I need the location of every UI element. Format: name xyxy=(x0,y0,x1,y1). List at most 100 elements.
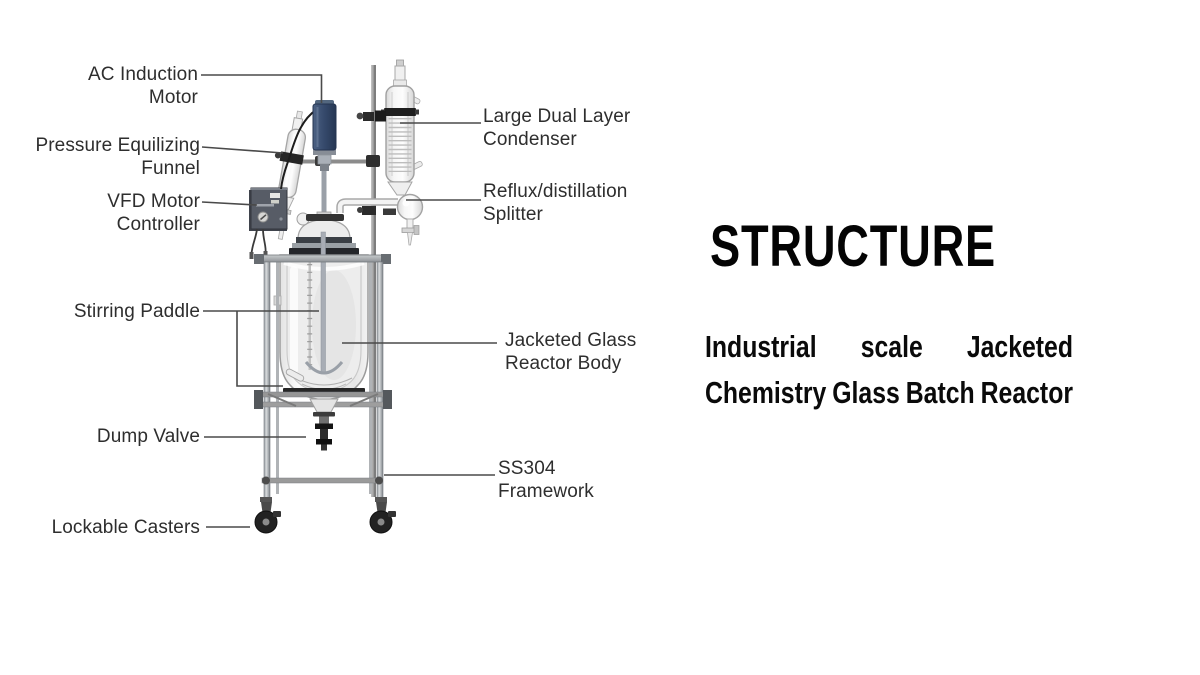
vfd-cable-2 xyxy=(262,228,267,254)
lockable-casters xyxy=(254,497,396,534)
vfd-controller xyxy=(249,187,288,259)
stirrer-shaft-upper xyxy=(321,171,327,217)
label-line: Stirring Paddle xyxy=(73,301,200,322)
label-line: Pressure Equilizing xyxy=(35,135,200,156)
splitter-rod-clamp xyxy=(362,206,376,215)
label-line: VFD Motor xyxy=(107,191,200,212)
caster-plate xyxy=(260,497,272,502)
label-line: Splitter xyxy=(483,203,543,225)
label-reactor-body: Jacketed Glass Reactor Body xyxy=(505,330,636,375)
vfd-display2 xyxy=(271,200,279,204)
reflux-splitter xyxy=(336,193,424,246)
ac-motor xyxy=(312,100,337,217)
description-line-1: Industrial scale Jacketed xyxy=(705,324,1073,370)
frame-corner-left xyxy=(254,254,264,264)
vfd-display xyxy=(270,193,280,198)
description-word: scale xyxy=(860,329,923,364)
clamp-jaw-b xyxy=(375,110,386,122)
description-word: Batch xyxy=(905,375,975,410)
condenser-band-bolt-right xyxy=(415,109,419,115)
valve-body xyxy=(319,416,329,424)
funnel-clamp xyxy=(279,151,304,165)
frame-corner-right xyxy=(381,254,391,264)
label-pressure-equalizing-funnel: Pressure Equilizing Funnel xyxy=(35,135,200,180)
caster-left xyxy=(254,497,281,534)
frame-lower-rail xyxy=(261,477,382,484)
motor-cable xyxy=(280,109,317,190)
splitter-stopcock-handle xyxy=(413,225,420,235)
label-line: SS304 xyxy=(498,458,556,479)
valve-stem xyxy=(320,429,328,439)
slide-description: Industrial scale Jacketed Chemistry Glas… xyxy=(705,324,1073,416)
frame-lower-joint-right xyxy=(375,476,383,485)
label-line: Funnel xyxy=(141,157,200,179)
stand-rod-bar xyxy=(371,65,376,497)
label-line: Framework xyxy=(498,480,594,502)
splitter-clamp-screw xyxy=(357,207,363,213)
frame-rear-leg-left xyxy=(276,262,279,494)
valve-flange xyxy=(313,412,335,417)
crossbar-bar xyxy=(288,159,377,164)
label-reflux-splitter: Reflux/distillation Splitter xyxy=(483,181,627,226)
caster-brake xyxy=(388,511,396,517)
bottom-side-tube xyxy=(285,368,305,382)
splitter-valve-block xyxy=(383,208,396,215)
description-line-2: Chemistry Glass Batch Reactor xyxy=(705,370,1073,416)
page-title: STRUCTURE xyxy=(710,214,997,279)
frame-lower-joint-left xyxy=(262,476,270,485)
leader-vfd xyxy=(201,201,258,206)
label-line: Reflux/distillation xyxy=(483,181,628,202)
vfd-knob-pointer xyxy=(259,214,267,221)
label-vfd-motor-controller: VFD Motor Controller xyxy=(107,191,200,236)
leader-funnel xyxy=(201,146,284,154)
motor-coupling xyxy=(320,164,329,171)
vfd-cable-plug-2 xyxy=(263,251,268,258)
funnel-clamp-screw xyxy=(274,152,282,159)
description-word: Glass xyxy=(832,375,900,410)
label-condenser: Large Dual Layer Condenser xyxy=(483,106,630,151)
frame-mid-joint-right xyxy=(383,390,392,409)
thermowell xyxy=(308,262,311,370)
label-line: Controller xyxy=(116,213,200,235)
valve-tip xyxy=(321,444,327,451)
label-line: Motor xyxy=(148,86,198,108)
splitter-bulb xyxy=(396,193,424,221)
lid-top-clamp-ring xyxy=(306,214,344,221)
dump-valve xyxy=(309,398,339,451)
label-ss304-framework: SS304 Framework xyxy=(498,458,594,503)
caster-hub xyxy=(377,518,385,526)
vfd-top-edge xyxy=(251,188,287,190)
leader-paddle-lower xyxy=(236,311,283,387)
caster-brake xyxy=(273,511,281,517)
frame-rear-leg-right xyxy=(369,262,372,494)
description-word: Reactor xyxy=(980,375,1073,410)
label-line: Dump Valve xyxy=(96,426,200,447)
label-lockable-casters: Lockable Casters xyxy=(52,517,200,540)
valve-bottom-disc xyxy=(316,439,332,445)
reactor-vessel xyxy=(273,231,369,401)
clamp-screw xyxy=(356,112,364,120)
vfd-cable-plug-1 xyxy=(249,252,254,259)
frame-brace-right xyxy=(349,393,379,407)
splitter-pipe-glass xyxy=(337,199,398,213)
vessel-content-shade xyxy=(312,270,356,380)
vfd-face xyxy=(250,187,288,230)
clamp-jaw-a xyxy=(363,112,374,121)
leader-ac-motor xyxy=(201,74,323,103)
vfd-label-bar xyxy=(256,204,274,207)
caster-right xyxy=(369,497,396,534)
splitter-drip-tip xyxy=(407,232,413,246)
splitter-bulb-shine xyxy=(402,199,410,207)
frame-leg-right xyxy=(376,261,384,503)
frame-mid-joint-left xyxy=(254,390,263,409)
motor-body xyxy=(312,103,337,151)
condenser-taper xyxy=(387,181,413,196)
rod-clamp xyxy=(366,155,380,167)
label-line: Large Dual Layer xyxy=(483,106,631,127)
label-stirring-paddle: Stirring Paddle xyxy=(74,301,200,324)
valve-wheel xyxy=(315,423,333,429)
label-line: Jacketed Glass xyxy=(505,330,637,351)
label-line: Lockable Casters xyxy=(51,517,200,538)
